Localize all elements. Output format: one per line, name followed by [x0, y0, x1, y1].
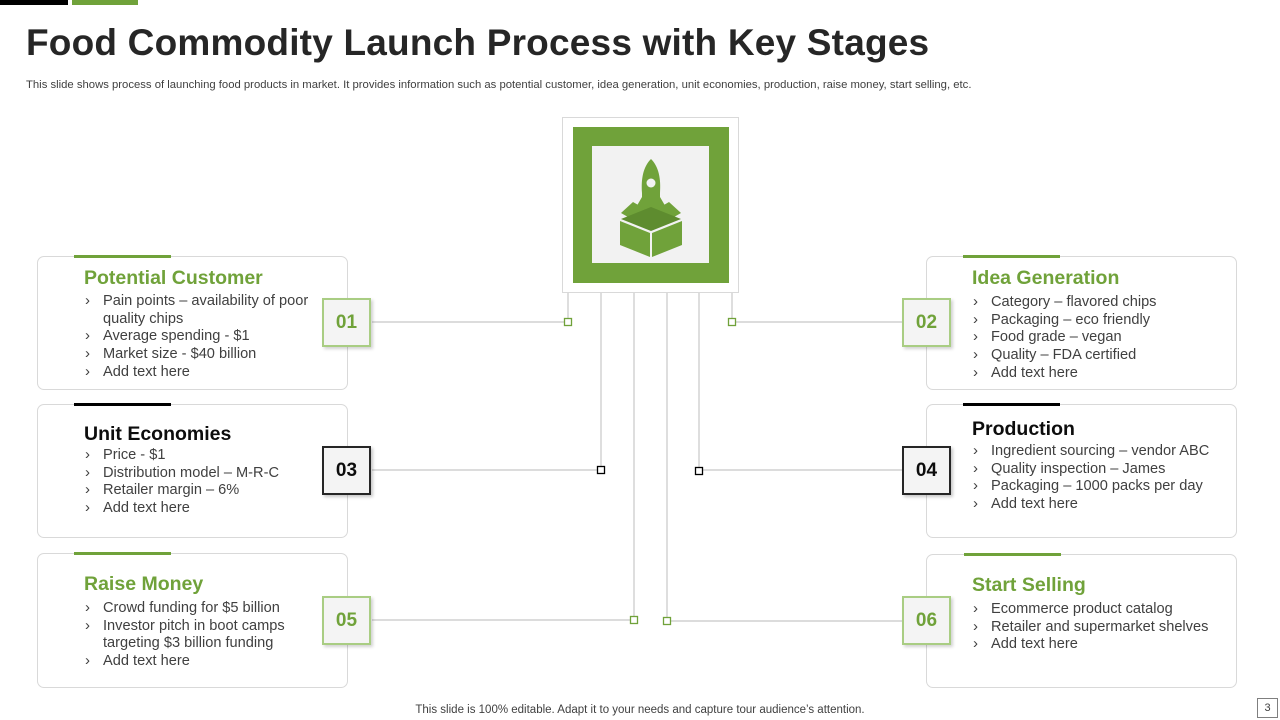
- connector-node-02: [727, 317, 737, 327]
- stage-bullet-list: Category – flavored chips Packaging – ec…: [972, 293, 1232, 383]
- stage-bullet: Price - $1: [84, 446, 334, 465]
- card-accent-bar: [964, 553, 1061, 556]
- stage-bullet: Ingredient sourcing – vendor ABC: [972, 442, 1232, 461]
- stage-bullet-list: Ingredient sourcing – vendor ABC Quality…: [972, 442, 1232, 514]
- stage-bullet-list: Ecommerce product catalog Retailer and s…: [972, 600, 1232, 654]
- card-accent-bar: [74, 552, 171, 555]
- stage-card-01: Potential Customer Pain points – availab…: [37, 255, 348, 390]
- page-subtitle: This slide shows process of launching fo…: [26, 79, 972, 91]
- stage-title: Start Selling: [972, 574, 1086, 596]
- hero-icon-panel: [592, 146, 709, 263]
- stage-title: Raise Money: [84, 573, 204, 595]
- card-accent-bar: [74, 403, 171, 406]
- footer-note: This slide is 100% editable. Adapt it to…: [415, 704, 865, 716]
- card-accent-bar: [963, 255, 1060, 258]
- stage-bullet: Ecommerce product catalog: [972, 600, 1232, 619]
- page-number: 3: [1257, 698, 1278, 718]
- stage-bullet: Average spending - $1: [84, 327, 324, 346]
- stage-title: Production: [972, 418, 1075, 440]
- stage-number-02: 02: [902, 298, 951, 347]
- stage-bullet: Retailer and supermarket shelves: [972, 618, 1232, 637]
- stage-bullet: Pain points – availability of poor quali…: [84, 292, 324, 328]
- stage-bullet: Packaging – 1000 packs per day: [972, 477, 1232, 496]
- stage-number-05: 05: [322, 596, 371, 645]
- stage-bullet: Add text here: [972, 635, 1232, 654]
- stage-bullet-list: Price - $1 Distribution model – M-R-C Re…: [84, 446, 334, 518]
- stage-bullet: Add text here: [84, 499, 334, 518]
- page-title: Food Commodity Launch Process with Key S…: [26, 22, 930, 63]
- stage-bullet: Add text here: [972, 495, 1232, 514]
- connector-node-06: [662, 616, 672, 626]
- stage-card-04: Production Ingredient sourcing – vendor …: [926, 403, 1237, 538]
- stage-number-06: 06: [902, 596, 951, 645]
- stage-title: Unit Economies: [84, 423, 232, 445]
- stage-bullet: Category – flavored chips: [972, 293, 1232, 312]
- stage-card-03: Unit Economies Price - $1 Distribution m…: [37, 403, 348, 538]
- stage-bullet: Investor pitch in boot camps targeting $…: [84, 617, 324, 653]
- top-accent-bar-green: [72, 0, 138, 5]
- stage-bullet: Food grade – vegan: [972, 328, 1232, 347]
- stage-bullet: Retailer margin – 6%: [84, 481, 334, 500]
- stage-title: Idea Generation: [972, 267, 1120, 289]
- stage-bullet-list: Pain points – availability of poor quali…: [84, 292, 324, 382]
- stage-number-04: 04: [902, 446, 951, 495]
- stage-bullet: Add text here: [84, 652, 324, 671]
- connector-node-03: [596, 465, 606, 475]
- stage-title: Potential Customer: [84, 267, 263, 289]
- rocket-box-icon: [619, 158, 682, 257]
- stage-bullet: Quality inspection – James: [972, 460, 1232, 479]
- stage-bullet: Add text here: [84, 363, 324, 382]
- stage-card-05: Raise Money Crowd funding for $5 billion…: [37, 552, 348, 688]
- stage-bullet: Add text here: [972, 364, 1232, 383]
- card-accent-bar: [963, 403, 1060, 406]
- top-accent-bar-black: [0, 0, 68, 5]
- stage-bullet: Packaging – eco friendly: [972, 311, 1232, 330]
- stage-bullet: Quality – FDA certified: [972, 346, 1232, 365]
- connector-node-04: [694, 466, 704, 476]
- stage-number-01: 01: [322, 298, 371, 347]
- stage-bullet: Market size - $40 billion: [84, 345, 324, 364]
- stage-bullet-list: Crowd funding for $5 billion Investor pi…: [84, 599, 324, 671]
- connector-node-01: [563, 317, 573, 327]
- stage-card-06: Start Selling Ecommerce product catalog …: [926, 553, 1237, 688]
- stage-number-03: 03: [322, 446, 371, 495]
- connector-node-05: [629, 615, 639, 625]
- stage-bullet: Crowd funding for $5 billion: [84, 599, 324, 618]
- stage-card-02: Idea Generation Category – flavored chip…: [926, 255, 1237, 390]
- card-accent-bar: [74, 255, 171, 258]
- stage-bullet: Distribution model – M-R-C: [84, 464, 334, 483]
